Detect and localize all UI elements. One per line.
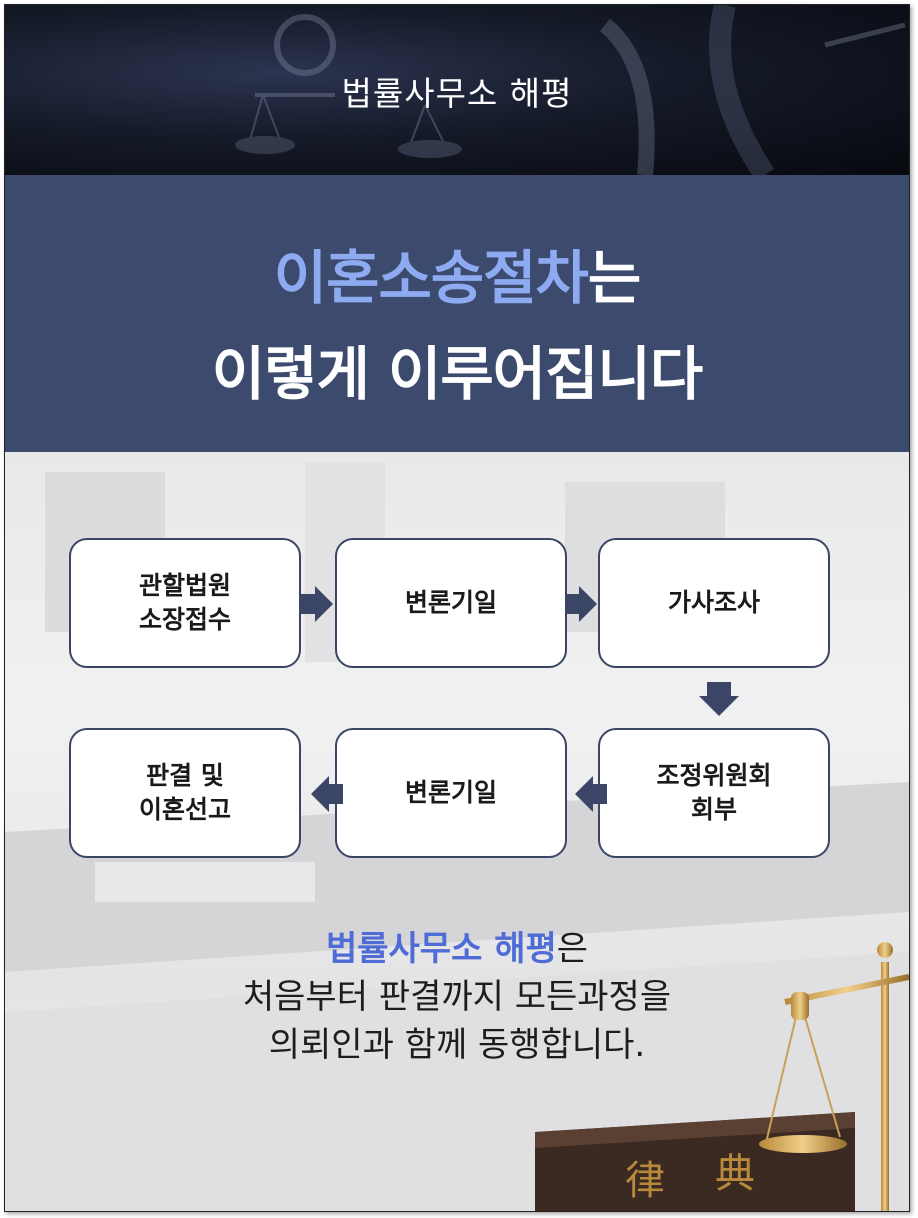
infographic-frame: 법률사무소 해평 이혼소송절차는 이렇게 이루어집니다 [4,4,910,1212]
headline-suffix: 는 [587,244,641,312]
closing-brand-suffix: 은 [556,929,589,969]
courtroom-background [5,462,909,1211]
left-arrow-icon [311,776,343,812]
step-2-label: 변론기일 [404,588,497,617]
right-arrow-icon [301,586,333,622]
closing-line-2: 처음부터 판결까지 모든과정을 [242,977,672,1017]
right-arrow-icon [565,586,597,622]
svg-text:律: 律 [625,1158,665,1204]
headline-band: 이혼소송절차는 이렇게 이루어집니다 [5,175,909,452]
justice-scale-icon: 律 典 [535,942,909,1211]
firm-title: 법률사무소 해평 [341,74,573,113]
lady-justice-statue-icon [235,5,906,175]
step-4-box: 조정위원회 회부 [598,728,830,858]
down-arrow-icon [699,682,739,716]
step-1-label: 관할법원 소장접수 [138,571,231,634]
step-5-label: 변론기일 [404,778,497,807]
process-section: 律 典 관할법원 소장접수 변론기일 가사조사 판결 및 이혼선고 변론기일 조… [5,452,909,1211]
step-5-box: 변론기일 [335,728,567,858]
step-3-box: 가사조사 [598,538,830,668]
closing-brand: 법률사무소 해평 [325,929,557,969]
step-4-label: 조정위원회 회부 [656,761,772,824]
closing-line-1: 법률사무소 해평은 [5,925,909,973]
svg-text:典: 典 [715,1151,755,1197]
step-6-box: 판결 및 이혼선고 [69,728,301,858]
header-banner: 법률사무소 해평 [5,5,909,175]
step-6-label: 판결 및 이혼선고 [138,761,231,824]
headline-accent: 이혼소송절차 [273,244,589,312]
step-2-box: 변론기일 [335,538,567,668]
step-1-box: 관할법원 소장접수 [69,538,301,668]
step-3-label: 가사조사 [667,588,760,617]
left-arrow-icon [575,776,607,812]
closing-line-3: 의뢰인과 함께 동행합니다. [268,1025,646,1065]
headline-line-2: 이렇게 이루어집니다 [211,340,703,408]
headline-line-1: 이혼소송절차는 [5,231,909,315]
